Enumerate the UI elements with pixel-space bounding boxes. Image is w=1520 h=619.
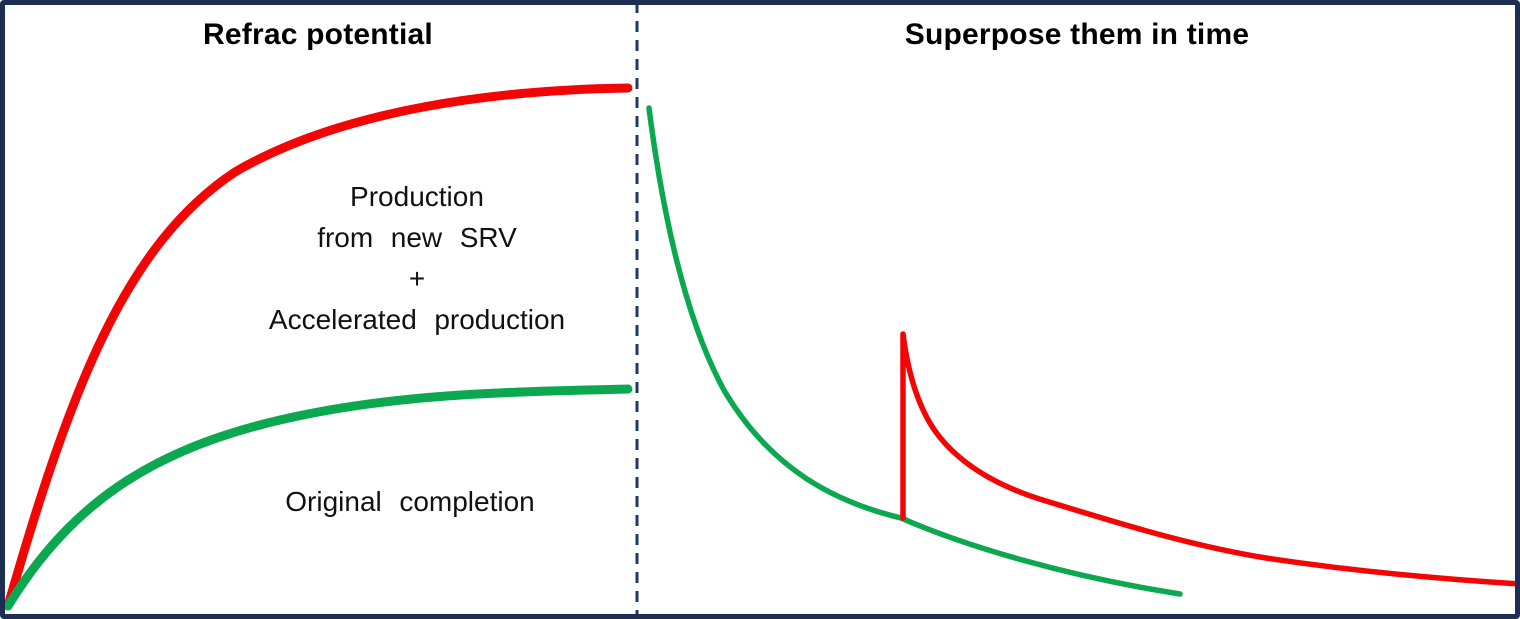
left-refrac-cumulative-curve xyxy=(3,83,633,611)
annotation-line-from-new-srv: from new SRV xyxy=(317,222,517,253)
original-completion-label: Original completion xyxy=(285,486,535,517)
annotation-line-production: Production xyxy=(350,181,484,212)
left-original-cumulative-curve xyxy=(3,384,633,611)
right-original-decline-curve xyxy=(646,105,1183,597)
right-panel-title: Superpose them in time xyxy=(904,18,1250,51)
right-refrac-spike-decline-curve xyxy=(900,331,1520,587)
annotation-line-plus: + xyxy=(408,263,426,294)
annotation-line-accelerated-production: Accelerated production xyxy=(268,304,566,335)
upper-annotation-block: Production from new SRV + Accelerated pr… xyxy=(269,176,565,340)
left-panel-title: Refrac potential xyxy=(203,18,433,51)
